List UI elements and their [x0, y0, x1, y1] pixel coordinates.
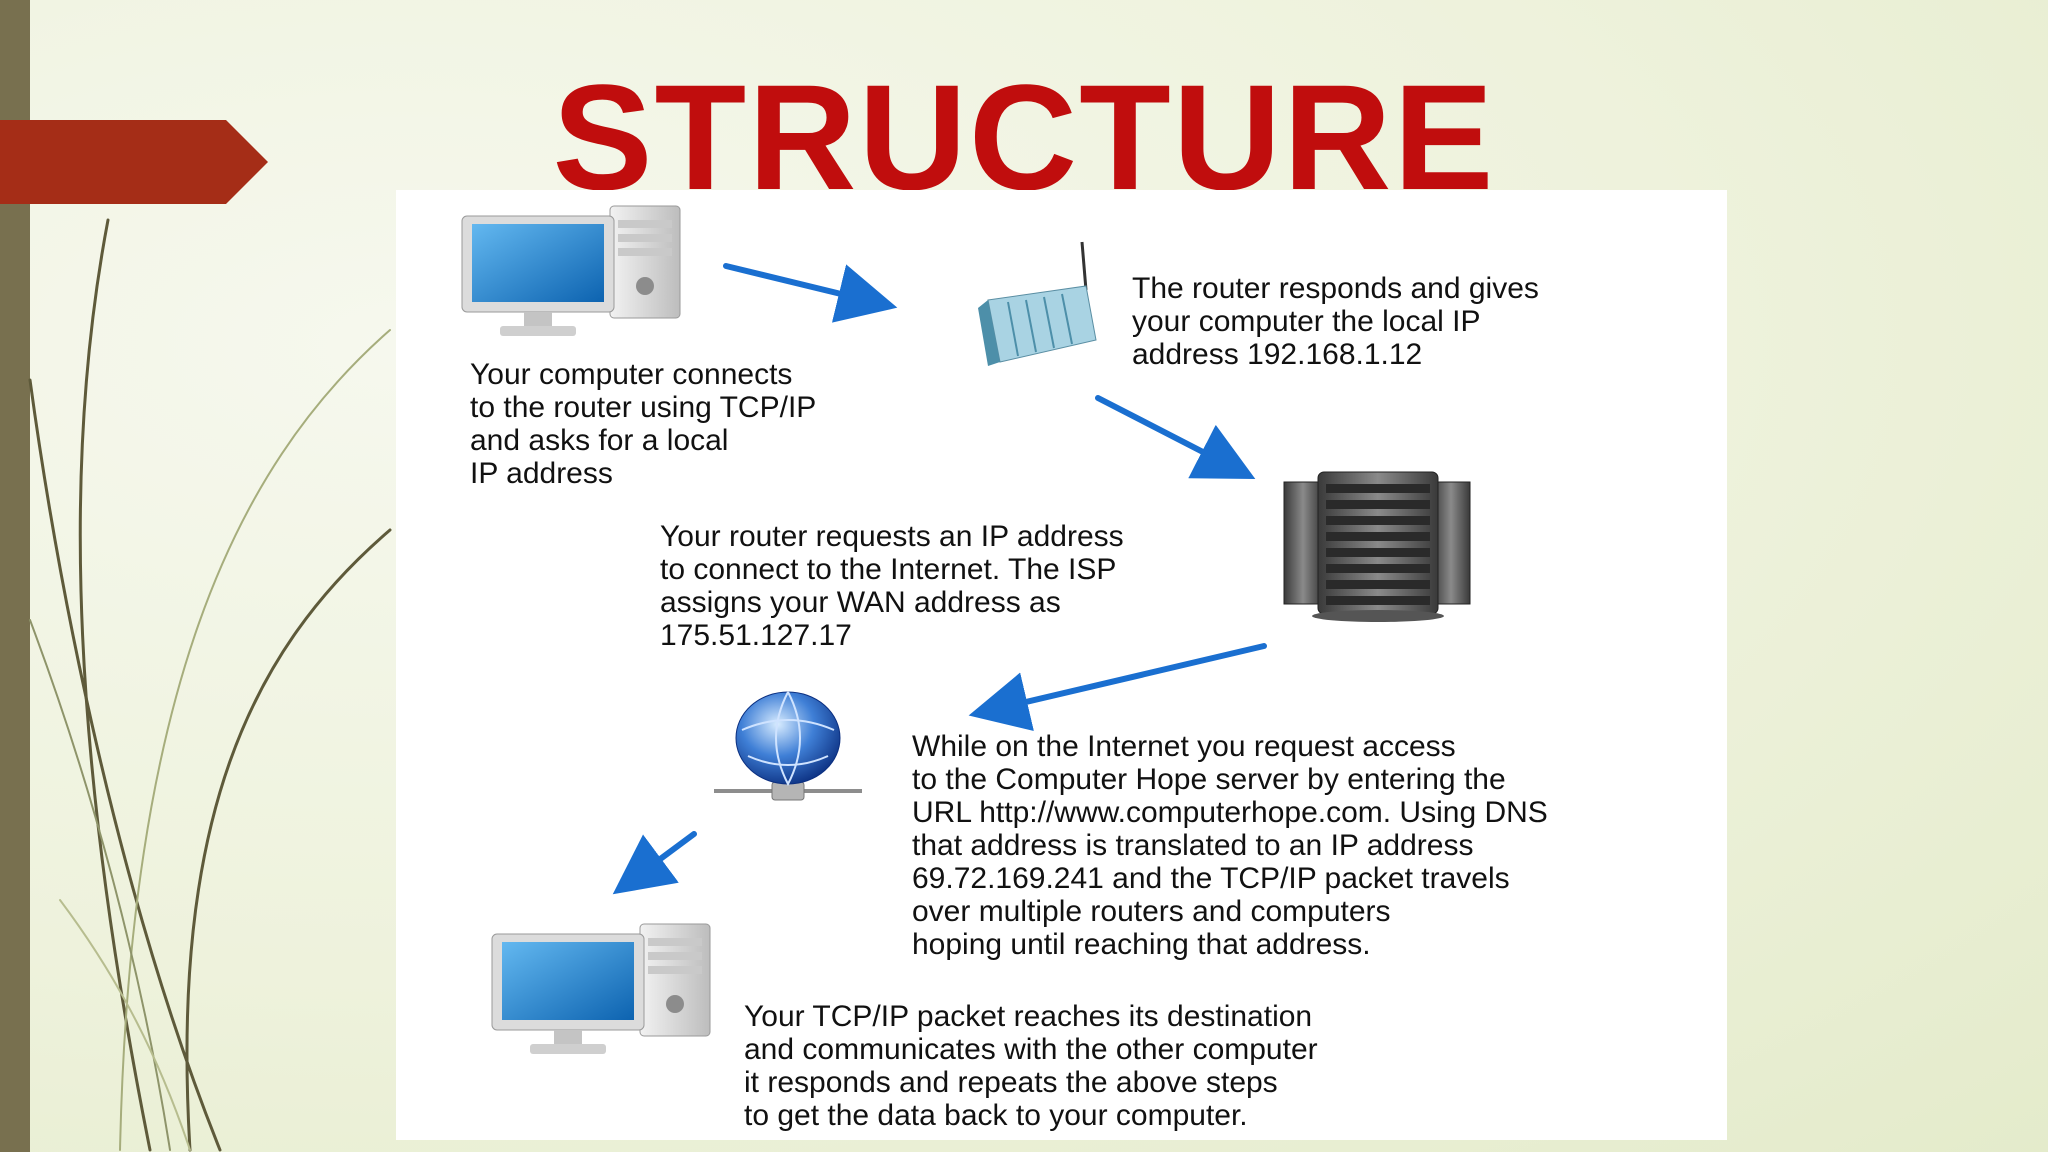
computer-icon: [461, 205, 681, 336]
destination-computer-icon: [491, 923, 711, 1054]
flow-arrow-4: [612, 831, 697, 895]
diagram-artwork: [461, 205, 1471, 1054]
step-3-text: Your router requests an IP address to co…: [660, 520, 1124, 652]
step-2-text: The router responds and gives your compu…: [1132, 272, 1539, 371]
step-1-text: Your computer connects to the router usi…: [470, 358, 817, 490]
decorative-swirls: [28, 218, 392, 1152]
flow-arrow-3: [968, 643, 1267, 731]
flow-arrow-1: [723, 263, 898, 323]
flow-arrow-2: [1095, 395, 1256, 479]
step-4-text: While on the Internet you request access…: [912, 730, 1548, 961]
tcp-ip-diagram: Your computer connects to the router usi…: [396, 190, 1727, 1140]
step-5-text: Your TCP/IP packet reaches its destinati…: [744, 1000, 1318, 1132]
isp-server-icon: [1283, 471, 1471, 622]
red-accent-tab: [0, 120, 268, 204]
internet-globe-icon: [714, 691, 862, 801]
router-icon: [978, 241, 1097, 366]
slide-title: STRUCTURE: [552, 53, 1496, 221]
